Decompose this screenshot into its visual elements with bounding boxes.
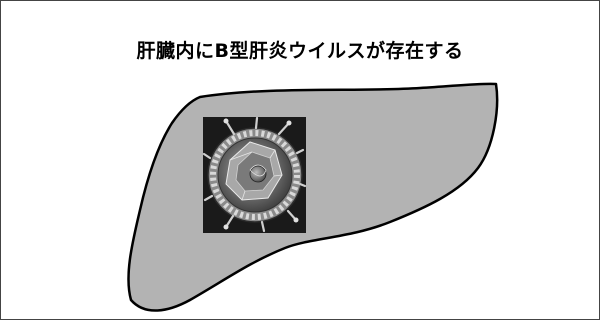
liver-icon	[128, 84, 497, 311]
hepatitis-b-virus-icon	[203, 117, 306, 233]
